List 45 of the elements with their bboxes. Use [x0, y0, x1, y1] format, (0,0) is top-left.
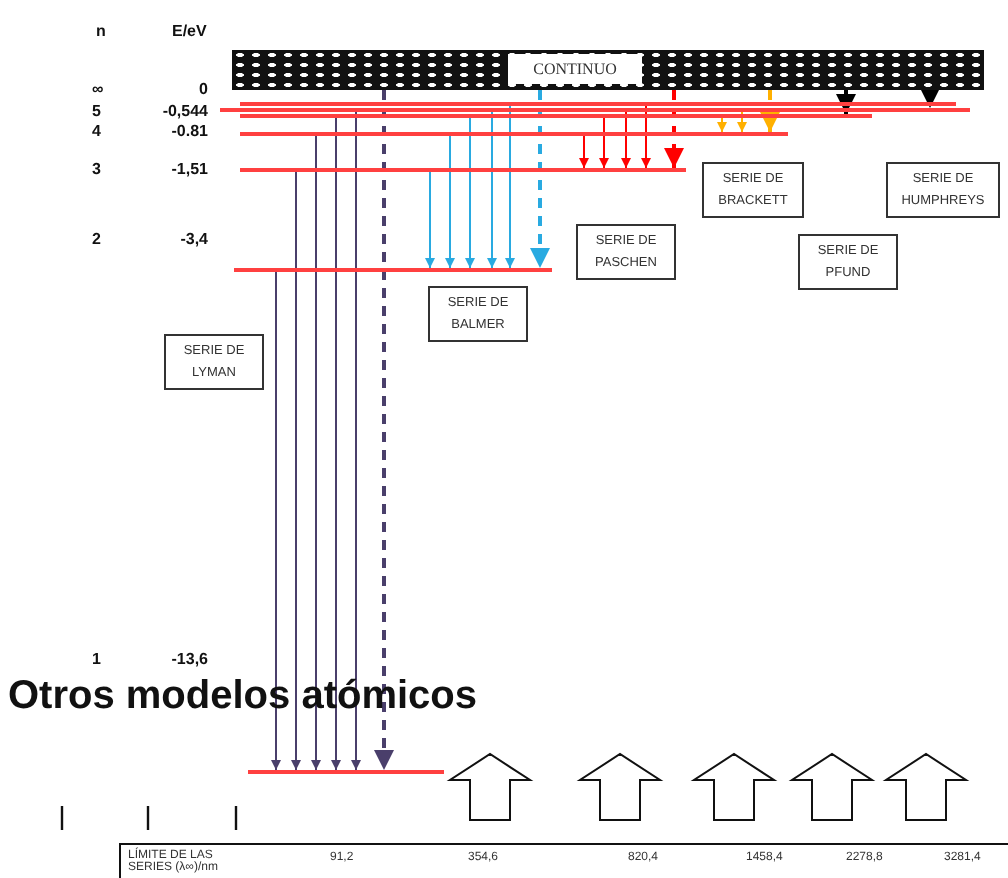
band-label: CONTINUO: [508, 54, 642, 84]
energy-level-line: [240, 102, 956, 106]
quantum-number: ∞: [92, 80, 104, 98]
quantum-number: 3: [92, 160, 101, 178]
energy-value: -0,544: [162, 102, 208, 120]
transition-arrow: [445, 135, 455, 269]
transition-arrow: [465, 117, 475, 269]
transition-arrow: [641, 105, 651, 169]
energy-value: -1,51: [171, 160, 208, 178]
transition-arrow: [920, 88, 940, 108]
transition-arrow: [579, 135, 589, 169]
energy-value: -3,4: [180, 230, 208, 248]
energy-level-line: [240, 168, 686, 172]
transition-arrow: [836, 90, 856, 114]
transition-arrow: [717, 117, 727, 133]
column-heading: E/eV: [172, 22, 207, 40]
transition-arrow: [760, 90, 780, 132]
energy-level-line: [240, 114, 872, 118]
transition-arrow: [737, 111, 747, 133]
continuum-band: [232, 50, 984, 90]
transition-arrow: [351, 111, 361, 771]
transition-arrow: [530, 90, 550, 268]
transition-arrow: [331, 117, 341, 771]
quantum-number: 1: [92, 650, 101, 668]
transition-arrow: [505, 105, 515, 269]
energy-level-line: [234, 268, 552, 272]
quantum-number: 2: [92, 230, 101, 248]
transition-arrow: [487, 111, 497, 269]
quantum-number: 5: [92, 102, 101, 120]
transition-arrow: [311, 135, 321, 771]
column-heading: n: [96, 22, 106, 40]
transition-arrow: [271, 271, 281, 771]
transition-arrow: [621, 111, 631, 169]
energy-value: 0: [199, 80, 208, 98]
transition-arrow: [291, 171, 301, 771]
transition-arrow: [599, 117, 609, 169]
energy-level-line: [240, 132, 788, 136]
energy-level-line: [248, 770, 444, 774]
transition-arrow: [425, 171, 435, 269]
energy-value: -13,6: [171, 650, 208, 668]
energy-value: -0.81: [171, 122, 208, 140]
energy-level-line: [220, 108, 970, 112]
transition-arrow: [664, 90, 684, 168]
quantum-number: 4: [92, 122, 101, 140]
transition-arrow: [374, 90, 394, 770]
